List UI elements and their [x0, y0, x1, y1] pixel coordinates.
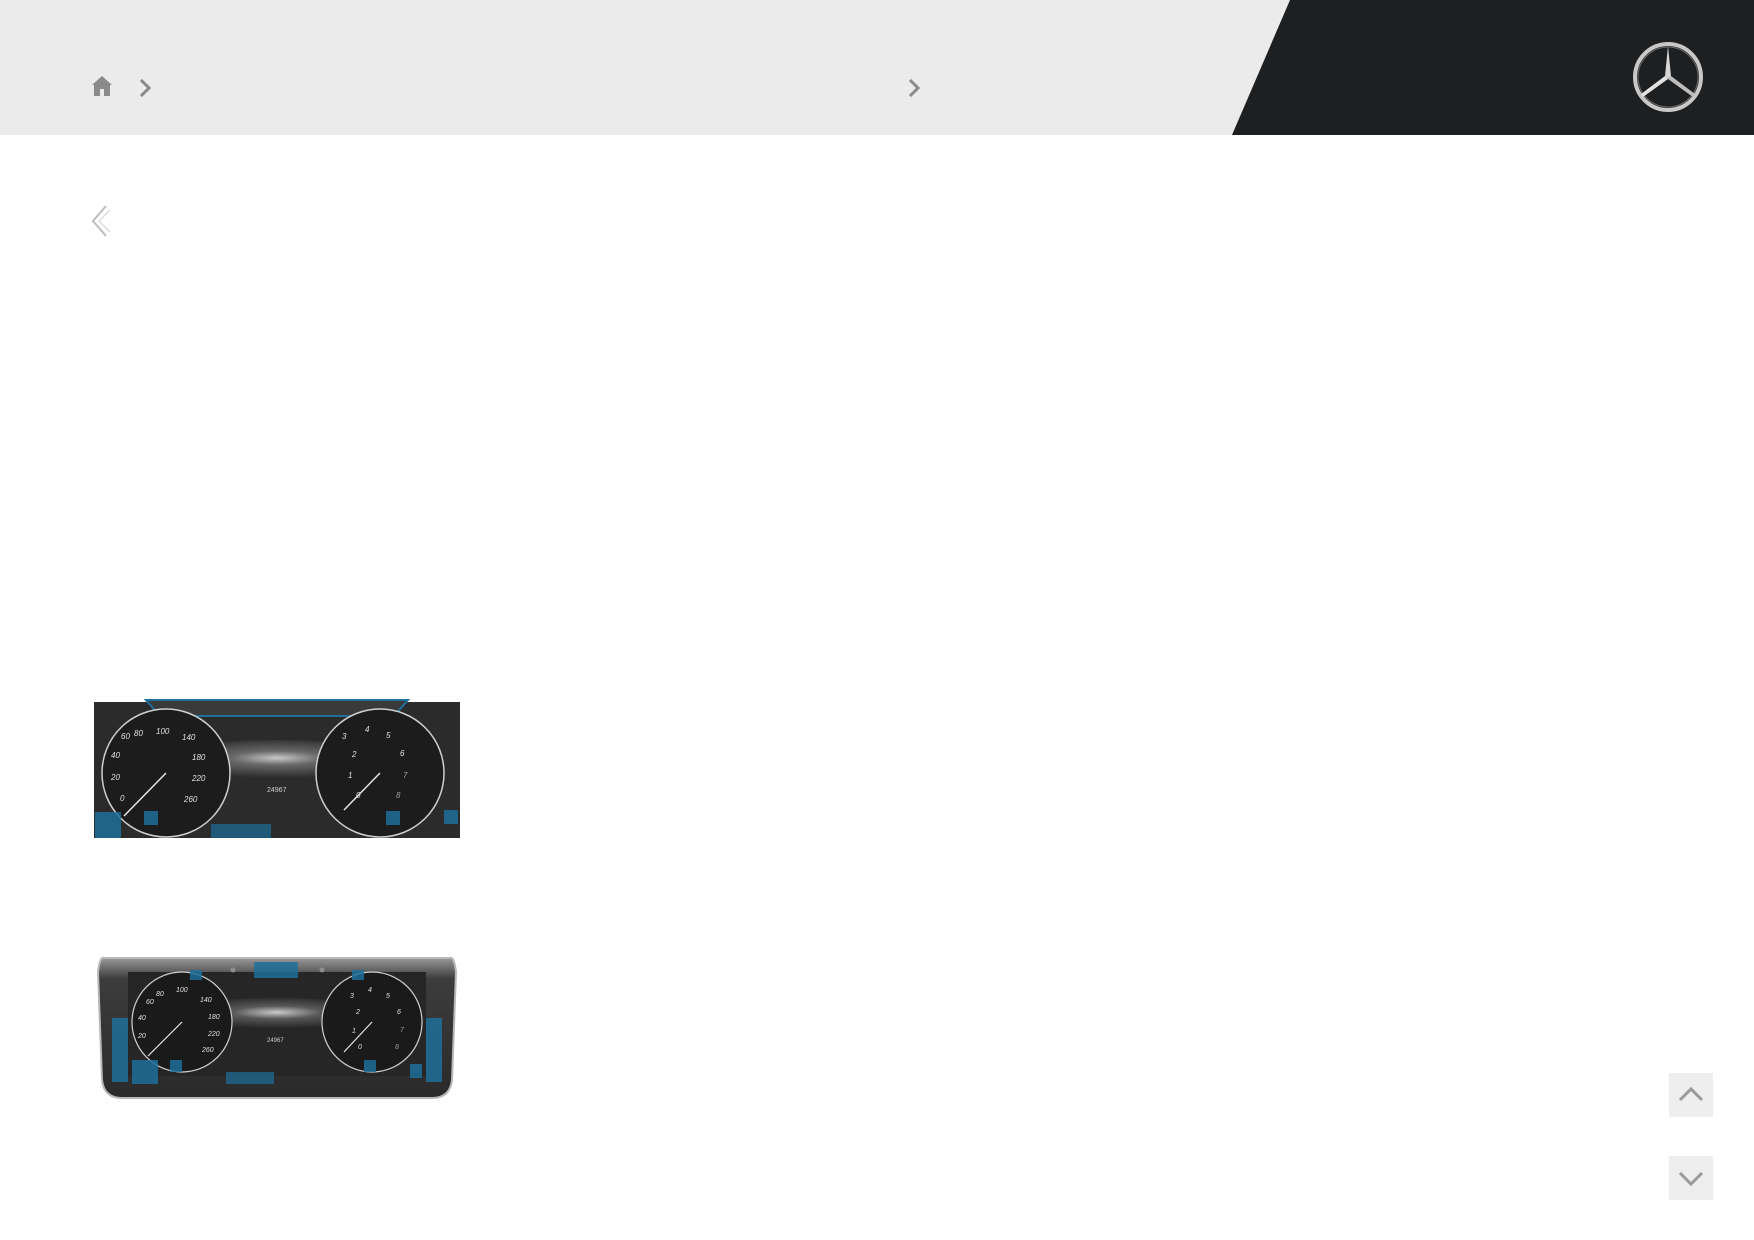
speed-tick-260: 260: [201, 1047, 214, 1054]
rpm-tick-2: 2: [351, 750, 357, 759]
speed-tick-60: 60: [121, 732, 130, 741]
speed-tick-180: 180: [192, 753, 206, 762]
speed-tick-220: 220: [207, 1031, 220, 1038]
odometer-readout: 24967: [267, 787, 287, 794]
rpm-tick-2: 2: [355, 1009, 360, 1016]
rpm-tick-4: 4: [365, 725, 370, 734]
three-pointed-star-logo[interactable]: [1632, 41, 1704, 113]
rpm-tick-8: 8: [395, 1044, 399, 1051]
rpm-tick-3: 3: [342, 732, 347, 741]
speed-tick-140: 140: [182, 733, 196, 742]
rpm-tick-6: 6: [400, 749, 405, 758]
instrument-cluster-framed-image: 80 100 140 180 220 260 60 40 20 4 5 6 7 …: [96, 956, 458, 1099]
chevron-down-icon: [1678, 1171, 1704, 1187]
speed-tick-60: 60: [146, 999, 154, 1006]
speed-tick-260: 260: [183, 795, 198, 804]
rpm-tick-6: 6: [397, 1009, 401, 1016]
chevron-right-icon: [139, 78, 152, 98]
speed-tick-180: 180: [208, 1014, 220, 1021]
odometer-readout: 24967: [267, 1038, 284, 1044]
speed-tick-20: 20: [137, 1033, 146, 1040]
speed-tick-40: 40: [111, 751, 120, 760]
speed-tick-40: 40: [138, 1015, 146, 1022]
chevron-right-icon: [908, 78, 921, 98]
header-dark-panel: [1232, 0, 1754, 135]
scroll-up-button[interactable]: [1669, 1073, 1713, 1117]
rpm-tick-3: 3: [350, 993, 354, 1000]
speed-tick-80: 80: [134, 729, 143, 738]
instrument-cluster-widescreen-image: 80 100 140 180 220 260 60 40 20 0 4 5 6 …: [94, 699, 460, 838]
speed-tick-20: 20: [110, 773, 120, 782]
speed-tick-140: 140: [200, 997, 212, 1004]
scroll-down-button[interactable]: [1669, 1156, 1713, 1200]
rpm-tick-7: 7: [400, 1027, 405, 1034]
chevron-left-icon[interactable]: [90, 204, 112, 238]
rpm-tick-8: 8: [396, 791, 401, 800]
rpm-tick-5: 5: [386, 731, 391, 740]
rpm-tick-0: 0: [356, 791, 361, 800]
speed-tick-100: 100: [156, 727, 170, 736]
speed-tick-80: 80: [156, 991, 164, 998]
speed-tick-0: 0: [120, 794, 125, 803]
speed-tick-220: 220: [191, 774, 206, 783]
rpm-tick-4: 4: [368, 987, 372, 994]
rpm-tick-7: 7: [403, 771, 408, 780]
rpm-tick-5: 5: [386, 993, 390, 1000]
rpm-tick-1: 1: [352, 1028, 356, 1035]
rpm-tick-0: 0: [358, 1044, 362, 1051]
chevron-up-icon: [1678, 1086, 1704, 1102]
rpm-tick-1: 1: [348, 771, 352, 780]
speed-tick-100: 100: [176, 987, 188, 994]
home-icon[interactable]: [90, 74, 114, 98]
